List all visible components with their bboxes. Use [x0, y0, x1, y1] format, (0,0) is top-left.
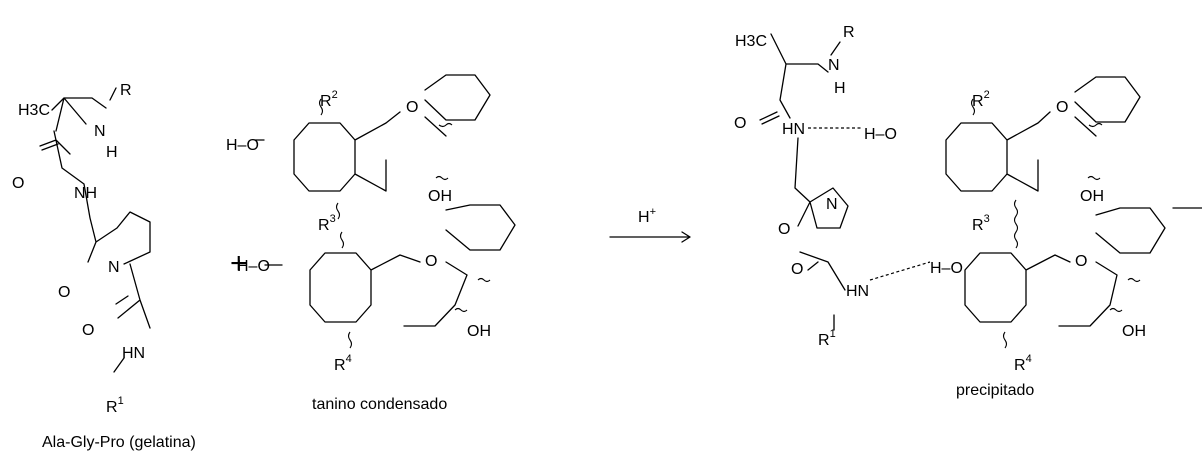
precipitate-complex: H3C R N H O HN H–O N O O HN H–O R1 R2 O … — [734, 24, 1202, 399]
p-r4-label: R4 — [1014, 353, 1032, 374]
p-amine-h-label: H — [834, 80, 846, 97]
p-methyl-label: H3C — [735, 33, 767, 50]
oh2-label: OH — [467, 323, 491, 340]
p-carbonyl-o1-label: O — [734, 115, 746, 132]
p-proline-n-label: N — [826, 196, 838, 213]
oh1-label: OH — [428, 188, 452, 205]
condensed-tannin: H–O R2 O OH R3 H–O O OH R4 tanino conden… — [226, 74, 516, 413]
p-oh1-label: OH — [1080, 188, 1104, 205]
p-r3-label: R3 — [972, 213, 990, 234]
gelatin-tripeptide: H3C R N H O NH N O O HN R1 Ala-Gly-Pro (… — [12, 82, 196, 451]
p-oh2-label: OH — [1122, 323, 1146, 340]
tannin-caption: tanino condensado — [312, 396, 447, 413]
carbonyl-o3-label: O — [82, 322, 94, 339]
p-r2-label: R2 — [972, 89, 990, 110]
p-r1-label: R1 — [818, 328, 836, 349]
p-ring-o2-label: O — [1075, 253, 1087, 270]
p-hn2-label: HN — [846, 283, 869, 300]
p-ho1-label: H–O — [864, 126, 897, 143]
ho2-label: H–O — [237, 258, 270, 275]
carbonyl-o2-label: O — [58, 284, 70, 301]
amine-n-label: N — [94, 123, 106, 140]
catalyst-label: H+ — [638, 206, 656, 226]
r2-label: R2 — [320, 89, 338, 110]
p-hn1-label: HN — [782, 121, 805, 138]
p-ring-o1-label: O — [1056, 99, 1068, 116]
r-label: R — [120, 82, 132, 99]
amine-h-label: H — [106, 144, 118, 161]
methyl-label: H3C — [18, 102, 50, 119]
precipitate-caption: precipitado — [956, 382, 1034, 399]
p-amine-n-label: N — [828, 57, 840, 74]
ho1-label: H–O — [226, 137, 259, 154]
p-r-label: R — [843, 24, 855, 41]
gelatin-caption: Ala-Gly-Pro (gelatina) — [42, 434, 196, 451]
amide-nh-label: NH — [74, 185, 97, 202]
p-carbonyl-o3-label: O — [791, 261, 803, 278]
reaction-arrow: H+ — [609, 206, 691, 243]
carbonyl-o1-label: O — [12, 175, 24, 192]
amide-hn-label: HN — [122, 345, 145, 362]
r1-label: R1 — [106, 395, 124, 416]
plus-sign: + — [230, 247, 248, 280]
proline-n-label: N — [108, 259, 120, 276]
p-carbonyl-o2-label: O — [778, 221, 790, 238]
r4-label: R4 — [334, 353, 352, 374]
r3-label: R3 — [318, 213, 336, 234]
ring-o2-label: O — [425, 253, 437, 270]
p-ho2-label: H–O — [930, 260, 963, 277]
ring-o1-label: O — [406, 99, 418, 116]
